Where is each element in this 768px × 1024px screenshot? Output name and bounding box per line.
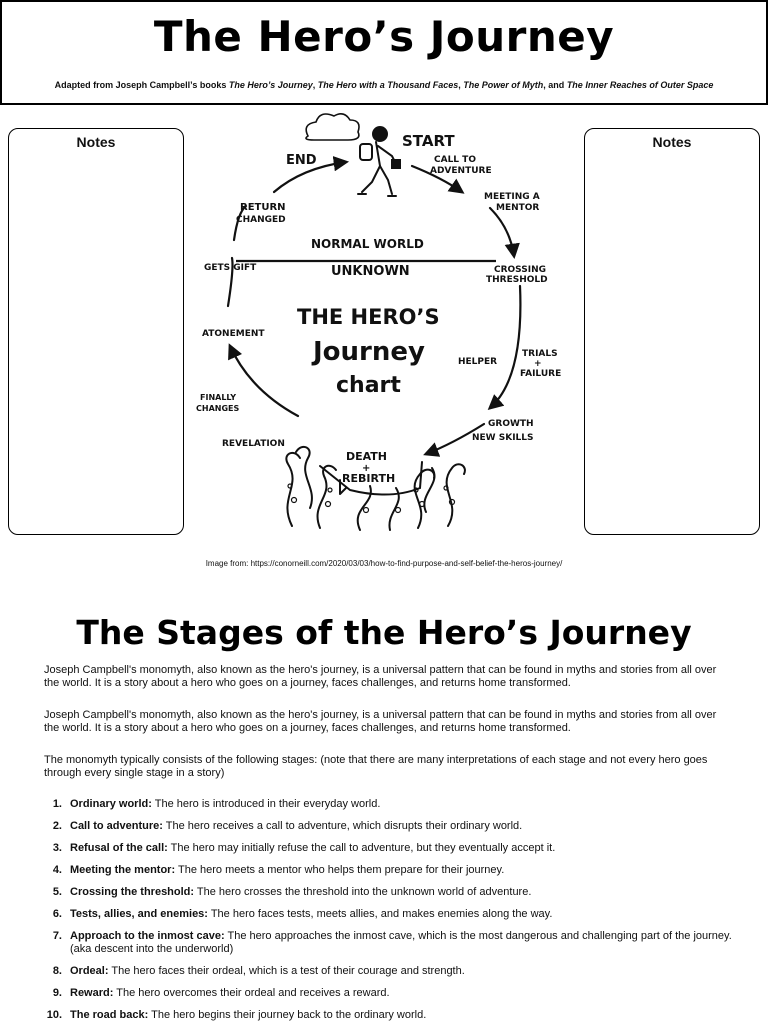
center-title: THE HERO’S xyxy=(297,305,440,329)
center-title: chart xyxy=(336,373,401,398)
notes-label: Notes xyxy=(652,134,692,150)
label-revelation: REVELATION xyxy=(222,439,285,449)
label-atonement: ATONEMENT xyxy=(202,329,265,339)
item-term: Reward: xyxy=(70,987,114,999)
item-term: Tests, allies, and enemies: xyxy=(70,908,208,920)
item-description: The hero crosses the threshold into the … xyxy=(194,886,532,898)
label-death: + xyxy=(362,463,370,474)
item-term: Call to adventure: xyxy=(70,820,163,832)
notes-label: Notes xyxy=(76,134,116,150)
item-description: The hero begins their journey back to th… xyxy=(148,1009,427,1021)
list-item: 5. Crossing the threshold: The hero cross… xyxy=(44,886,734,899)
label-growth: GROWTH xyxy=(488,419,534,429)
label-mentor: MENTOR xyxy=(496,203,539,213)
subtitle: Adapted from Joseph Campbell’s books The… xyxy=(2,80,766,90)
item-description: The hero approaches the inmost cave, whi… xyxy=(70,930,732,955)
label-end: END xyxy=(286,153,317,168)
label-call: ADVENTURE xyxy=(430,166,492,176)
item-number: 9. xyxy=(52,987,62,999)
intro-paragraph: The monomyth typically consists of the f… xyxy=(44,754,708,779)
list-item: 6. Tests, allies, and enemies: The hero f… xyxy=(44,908,734,921)
label-return: RETURN xyxy=(240,202,286,213)
tentacle-suckers xyxy=(287,483,456,514)
item-description: The hero faces their ordeal, which is a … xyxy=(108,965,465,977)
list-item: 3. Refusal of the call: The hero may init… xyxy=(44,842,734,855)
item-number: 1. xyxy=(52,798,62,810)
item-term: Ordeal: xyxy=(70,965,109,977)
list-item: 1. Ordinary world: The hero is introduced… xyxy=(44,798,734,811)
item-term: Meeting the mentor: xyxy=(70,864,176,876)
hero-journey-chart: START CALL TO ADVENTURE MEETING A MENTOR… xyxy=(196,112,561,531)
item-description: The hero is introduced in their everyday… xyxy=(151,798,381,810)
label-crossing: THRESHOLD xyxy=(486,275,548,285)
item-description: The hero faces tests, meets allies, and … xyxy=(207,908,553,920)
tentacles-icon xyxy=(285,445,466,531)
hiker-icon xyxy=(357,126,401,197)
journey-arrows xyxy=(226,156,522,457)
label-trials: + xyxy=(534,359,542,369)
label-return: CHANGED xyxy=(236,215,286,225)
label-finally: CHANGES xyxy=(196,404,239,413)
book-title: The Hero’s Journey xyxy=(228,80,313,90)
item-description: The hero receives a call to adventure, w… xyxy=(162,820,523,832)
label-trials: TRIALS xyxy=(522,349,558,359)
label-death: DEATH xyxy=(346,450,387,463)
image-credit: Image from: https://conorneill.com/2020/… xyxy=(205,559,563,568)
item-description: The hero overcomes their ordeal and rece… xyxy=(113,987,390,999)
title-box: The Hero’s Journey Adapted from Joseph C… xyxy=(0,0,768,105)
list-item: 9. Reward: The hero overcomes their ordea… xyxy=(44,987,734,1000)
intro-paragraph: Joseph Campbell's monomyth, also known a… xyxy=(44,709,717,734)
label-call: CALL TO xyxy=(434,155,476,165)
item-term: Approach to the inmost cave: xyxy=(70,930,225,942)
book-title: The Inner Reaches of Outer Space xyxy=(566,80,714,90)
label-finally: FINALLY xyxy=(200,393,236,402)
label-helper: HELPER xyxy=(458,357,497,367)
item-term: Ordinary world: xyxy=(70,798,152,810)
intro-paragraph: Joseph Campbell's monomyth, also known a… xyxy=(44,664,717,689)
item-number: 10. xyxy=(46,1009,62,1021)
item-term: Refusal of the call: xyxy=(70,842,168,854)
cloud-icon xyxy=(305,112,360,141)
label-trials: FAILURE xyxy=(520,369,561,379)
label-gift: GETS GIFT xyxy=(204,263,257,273)
item-number: 2. xyxy=(52,820,62,832)
subtitle-separator: , xyxy=(458,80,464,90)
section-title: The Stages of the Hero’s Journey xyxy=(76,613,692,652)
list-item: 2. Call to adventure: The hero receives a… xyxy=(44,820,734,833)
label-mentor: MEETING A xyxy=(484,192,540,202)
center-title: Journey xyxy=(311,337,425,367)
item-number: 4. xyxy=(52,864,62,876)
item-description: The hero meets a mentor who helps them p… xyxy=(175,864,505,876)
item-term: The road back: xyxy=(70,1009,149,1021)
item-number: 6. xyxy=(52,908,62,920)
page-title: The Hero’s Journey xyxy=(153,12,615,61)
label-death: REBIRTH xyxy=(342,472,395,485)
label-growth: NEW SKILLS xyxy=(472,433,534,443)
subtitle-separator: , xyxy=(312,80,318,90)
list-item: 4. Meeting the mentor: The hero meets a m… xyxy=(44,864,734,877)
subtitle-separator: , and xyxy=(543,80,567,90)
notes-box-right[interactable]: Notes xyxy=(584,128,760,535)
list-item: 7. Approach to the inmost cave: The hero … xyxy=(44,930,734,956)
label-unknown: UNKNOWN xyxy=(331,264,410,279)
subtitle-prefix: Adapted from Joseph Campbell’s books xyxy=(54,80,229,90)
list-item: 10. The road back: The hero begins their … xyxy=(44,1009,734,1022)
book-title: The Hero with a Thousand Faces xyxy=(317,80,459,90)
label-normal-world: NORMAL WORLD xyxy=(311,237,424,251)
item-number: 3. xyxy=(52,842,62,854)
label-crossing: CROSSING xyxy=(494,265,546,275)
stages-list: 1. Ordinary world: The hero is introduced… xyxy=(44,798,734,1024)
item-number: 8. xyxy=(52,965,62,977)
book-title: The Power of Myth xyxy=(463,80,544,90)
item-number: 5. xyxy=(52,886,62,898)
list-item: 8. Ordeal: The hero faces their ordeal, w… xyxy=(44,965,734,978)
item-term: Crossing the threshold: xyxy=(70,886,195,898)
item-number: 7. xyxy=(52,930,62,942)
item-description: The hero may initially refuse the call t… xyxy=(167,842,556,854)
notes-box-left[interactable]: Notes xyxy=(8,128,184,535)
label-start: START xyxy=(402,132,455,150)
